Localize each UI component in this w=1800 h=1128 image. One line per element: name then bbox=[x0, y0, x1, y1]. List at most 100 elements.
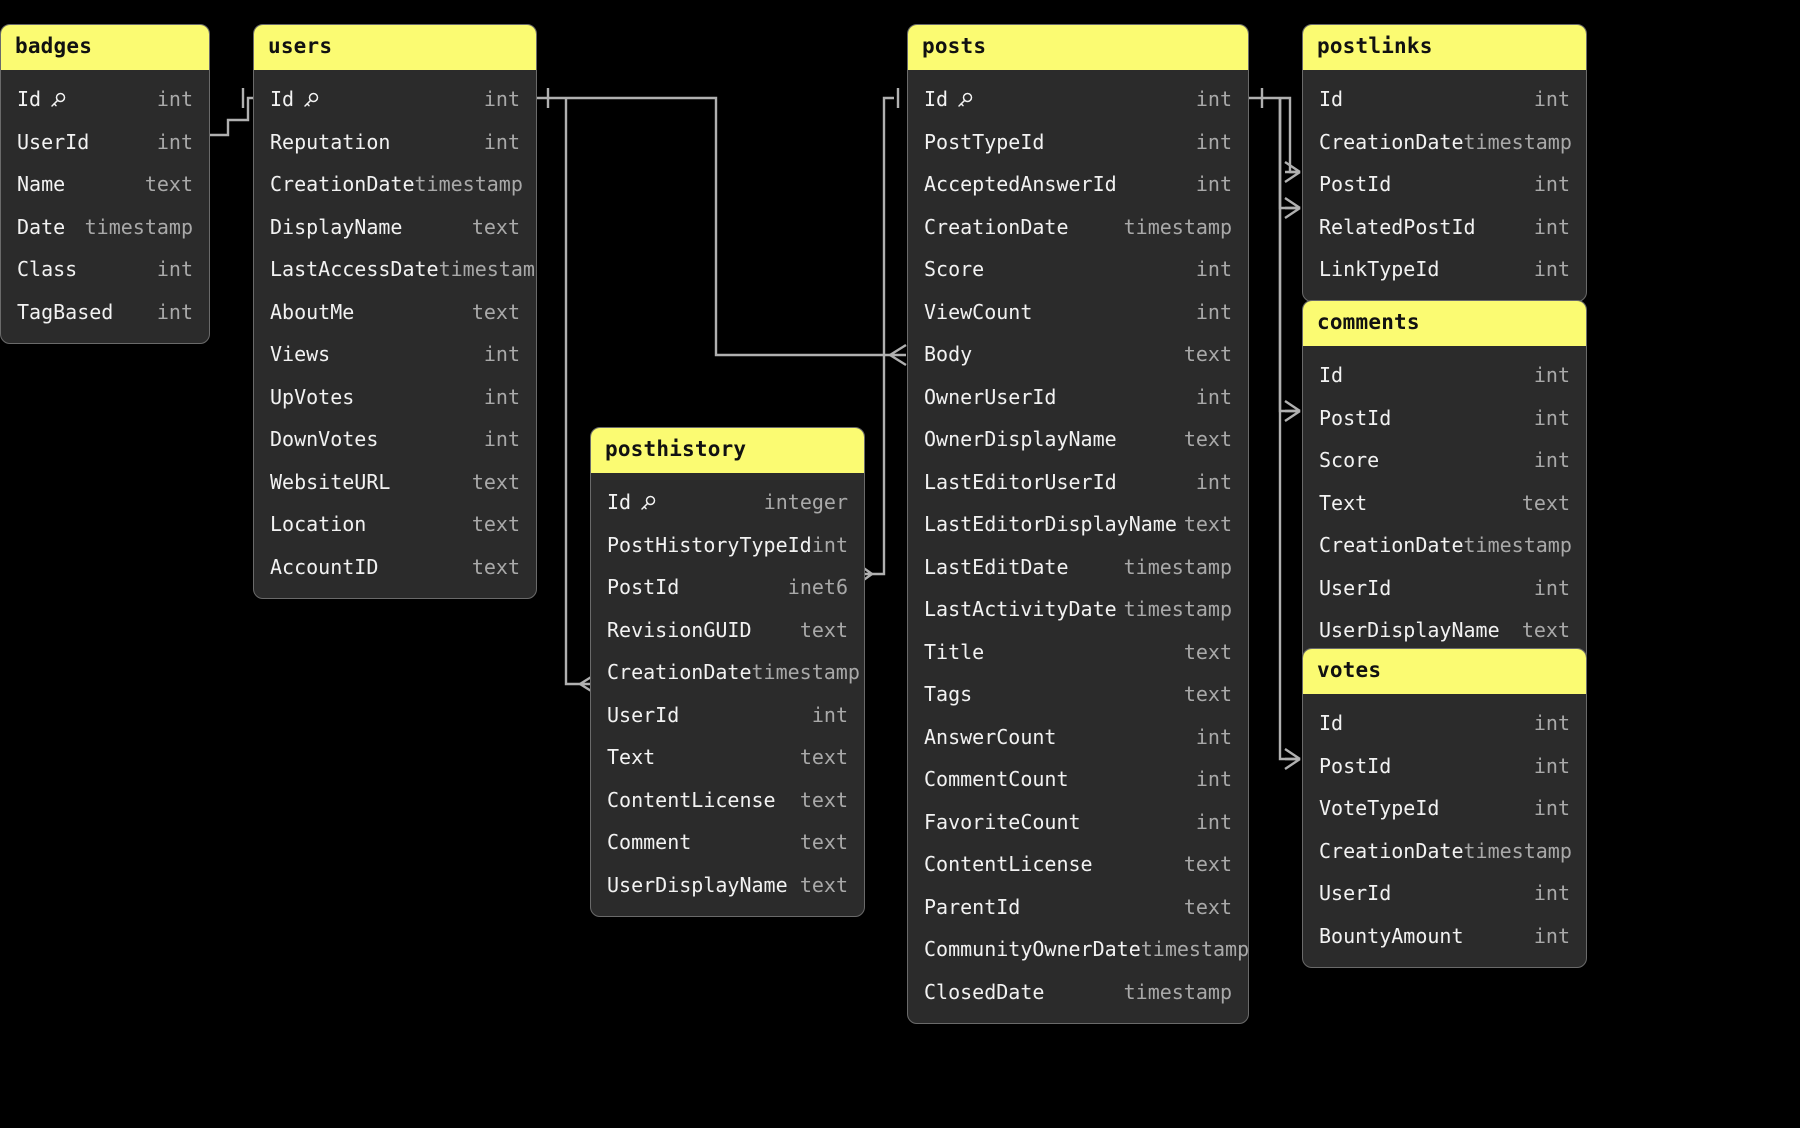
column-name: Id bbox=[924, 87, 949, 112]
column-row[interactable]: UserId int bbox=[1, 121, 209, 164]
crowfoot-votes-postid bbox=[1284, 748, 1301, 770]
column-type: timestamp bbox=[84, 214, 193, 239]
column-name: UserId bbox=[17, 129, 90, 154]
column-type: text bbox=[799, 617, 848, 642]
table-posthistory[interactable]: posthistory Id integer PostHistoryTypeId… bbox=[590, 427, 865, 917]
column-name: Reputation bbox=[270, 129, 391, 154]
column-row[interactable]: Class int bbox=[1, 248, 209, 291]
table-comments-title: comments bbox=[1303, 301, 1586, 346]
column-type: int bbox=[156, 87, 193, 112]
column-name: CreationDate bbox=[607, 660, 752, 685]
column-row[interactable]: Id int bbox=[908, 78, 1248, 121]
column-type: int bbox=[1195, 87, 1232, 112]
column-name: PostId bbox=[1319, 405, 1392, 430]
table-badges[interactable]: badges Id int UserId int Name text Date … bbox=[0, 24, 210, 344]
column-name: CreationDate bbox=[1319, 838, 1464, 863]
column-row[interactable]: TagBased int bbox=[1, 291, 209, 334]
column-name: PostId bbox=[1319, 753, 1392, 778]
column-name: UserDisplayName bbox=[607, 872, 788, 897]
column-name: UserDisplayName bbox=[1319, 618, 1500, 643]
column-type: int bbox=[1195, 384, 1232, 409]
column-name: UserId bbox=[1319, 575, 1392, 600]
column-row[interactable]: Date timestamp bbox=[1, 206, 209, 249]
column-name: Score bbox=[924, 257, 985, 282]
column-name: CreationDate bbox=[1319, 129, 1464, 154]
column-name: AccountID bbox=[270, 554, 379, 579]
column-name: UpVotes bbox=[270, 384, 355, 409]
column-type: int bbox=[1533, 796, 1570, 821]
column-name: CommunityOwnerDate bbox=[924, 937, 1141, 962]
column-name: Text bbox=[607, 745, 656, 770]
column-type: int bbox=[811, 532, 848, 557]
column-row[interactable]: Id int bbox=[254, 78, 536, 121]
column-row[interactable]: Id integer bbox=[591, 481, 864, 524]
column-row[interactable]: Id int bbox=[1, 78, 209, 121]
column-row[interactable]: Name text bbox=[1, 163, 209, 206]
